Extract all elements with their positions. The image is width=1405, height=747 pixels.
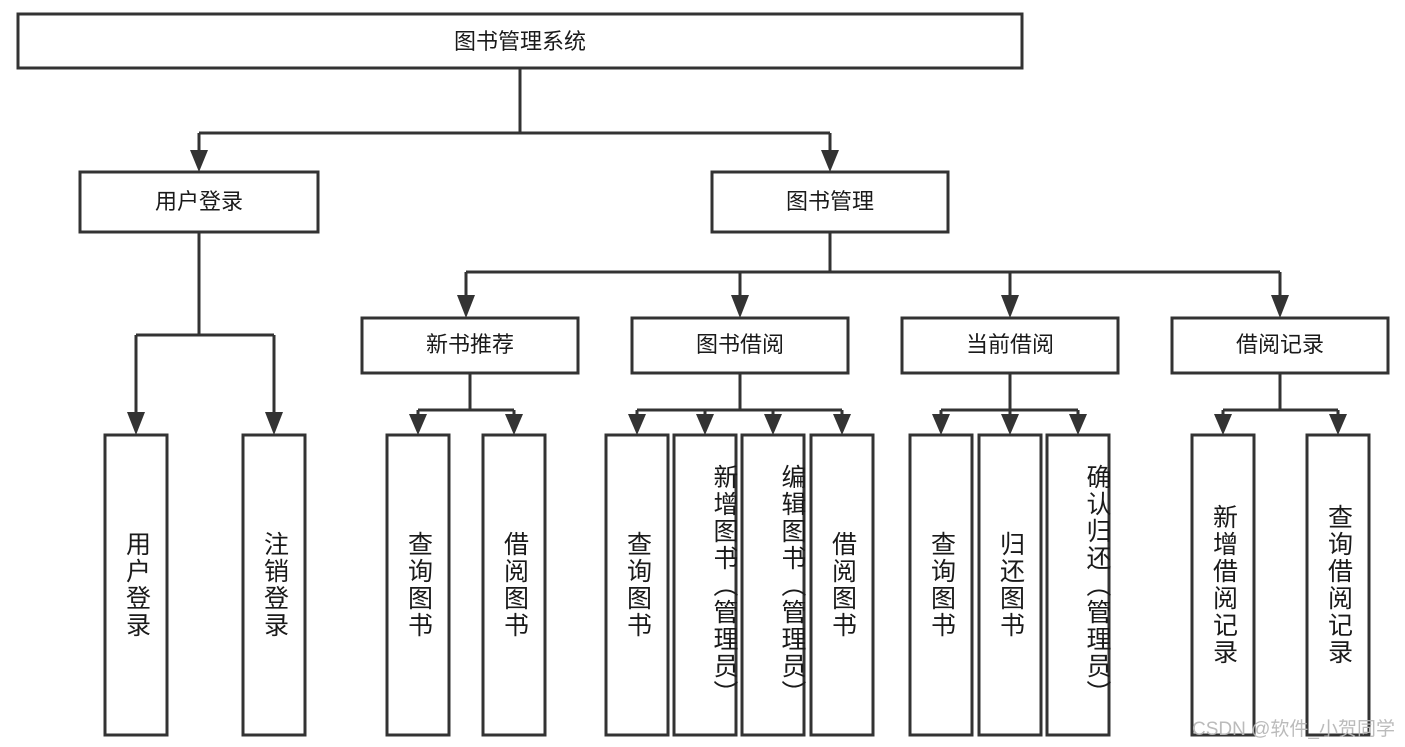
arrowhead-leaf-query-record <box>1329 414 1347 435</box>
node-root-label: 图书管理系统 <box>454 29 586 54</box>
leaf-box-query-record[interactable] <box>1305 433 1371 737</box>
leaf-box-add-book[interactable] <box>672 433 738 737</box>
leaf-box-confirm-return[interactable] <box>1045 433 1111 737</box>
leaf-box-query-book-3[interactable] <box>908 433 974 737</box>
node-user-login-label: 用户登录 <box>155 189 243 214</box>
arrowhead-leaf-user-login <box>127 412 145 435</box>
node-book-manage-box[interactable] <box>710 170 950 234</box>
arrowhead-leaf-logout <box>265 412 283 435</box>
node-new-book-rec[interactable]: 新书推荐 <box>360 316 580 375</box>
arrowhead-new-book-rec <box>457 295 475 318</box>
node-borrow-record-box[interactable] <box>1170 316 1390 375</box>
leaf-box-user-login[interactable] <box>103 433 169 737</box>
node-book-borrow[interactable]: 图书借阅 <box>630 316 850 375</box>
arrowhead-leaf-query-book-3 <box>932 414 950 435</box>
node-borrow-record[interactable]: 借阅记录 <box>1170 316 1390 375</box>
node-user-login[interactable]: 用户登录 <box>78 170 320 234</box>
leaf-box-edit-book[interactable] <box>740 433 806 737</box>
arrowhead-book-manage <box>821 150 839 172</box>
arrowhead-leaf-borrow-book-2 <box>833 414 851 435</box>
leaf-box-query-book-1[interactable] <box>385 433 451 737</box>
csdn-watermark: CSDN @软件_小贺同学 <box>1192 719 1395 740</box>
node-book-borrow-box[interactable] <box>630 316 850 375</box>
arrowhead-leaf-return-book <box>1001 414 1019 435</box>
leaf-box-query-book-2[interactable] <box>604 433 670 737</box>
leaf-boxes-group <box>103 433 1371 737</box>
arrowhead-leaf-add-book <box>696 414 714 435</box>
leaf-box-borrow-book-1[interactable] <box>481 433 547 737</box>
arrowhead-book-borrow <box>731 295 749 318</box>
node-new-book-rec-label: 新书推荐 <box>426 332 514 357</box>
leaf-box-logout[interactable] <box>241 433 307 737</box>
node-book-manage-label: 图书管理 <box>786 189 874 214</box>
arrowhead-leaf-query-book-2 <box>628 414 646 435</box>
arrowhead-leaf-query-book-1 <box>409 414 427 435</box>
node-current-borrow[interactable]: 当前借阅 <box>900 316 1120 375</box>
leaf-box-return-book[interactable] <box>977 433 1043 737</box>
arrowhead-leaf-confirm-return <box>1069 414 1087 435</box>
node-root[interactable]: 图书管理系统 <box>16 12 1024 70</box>
node-current-borrow-box[interactable] <box>900 316 1120 375</box>
connector-group <box>127 68 1347 435</box>
arrowhead-current-borrow <box>1001 295 1019 318</box>
leaf-box-borrow-book-2[interactable] <box>809 433 875 737</box>
arrowhead-user-login <box>190 150 208 172</box>
node-user-login-box[interactable] <box>78 170 320 234</box>
node-root-box[interactable] <box>16 12 1024 70</box>
node-new-book-rec-box[interactable] <box>360 316 580 375</box>
node-book-manage[interactable]: 图书管理 <box>710 170 950 234</box>
node-book-borrow-label: 图书借阅 <box>696 332 784 357</box>
arrowhead-leaf-add-record <box>1214 414 1232 435</box>
arrowhead-borrow-record <box>1271 295 1289 318</box>
arrowhead-leaf-borrow-book-1 <box>505 414 523 435</box>
node-current-borrow-label: 当前借阅 <box>966 332 1054 357</box>
node-borrow-record-label: 借阅记录 <box>1236 332 1324 357</box>
leaf-box-add-record[interactable] <box>1190 433 1256 737</box>
arrowhead-leaf-edit-book <box>764 414 782 435</box>
